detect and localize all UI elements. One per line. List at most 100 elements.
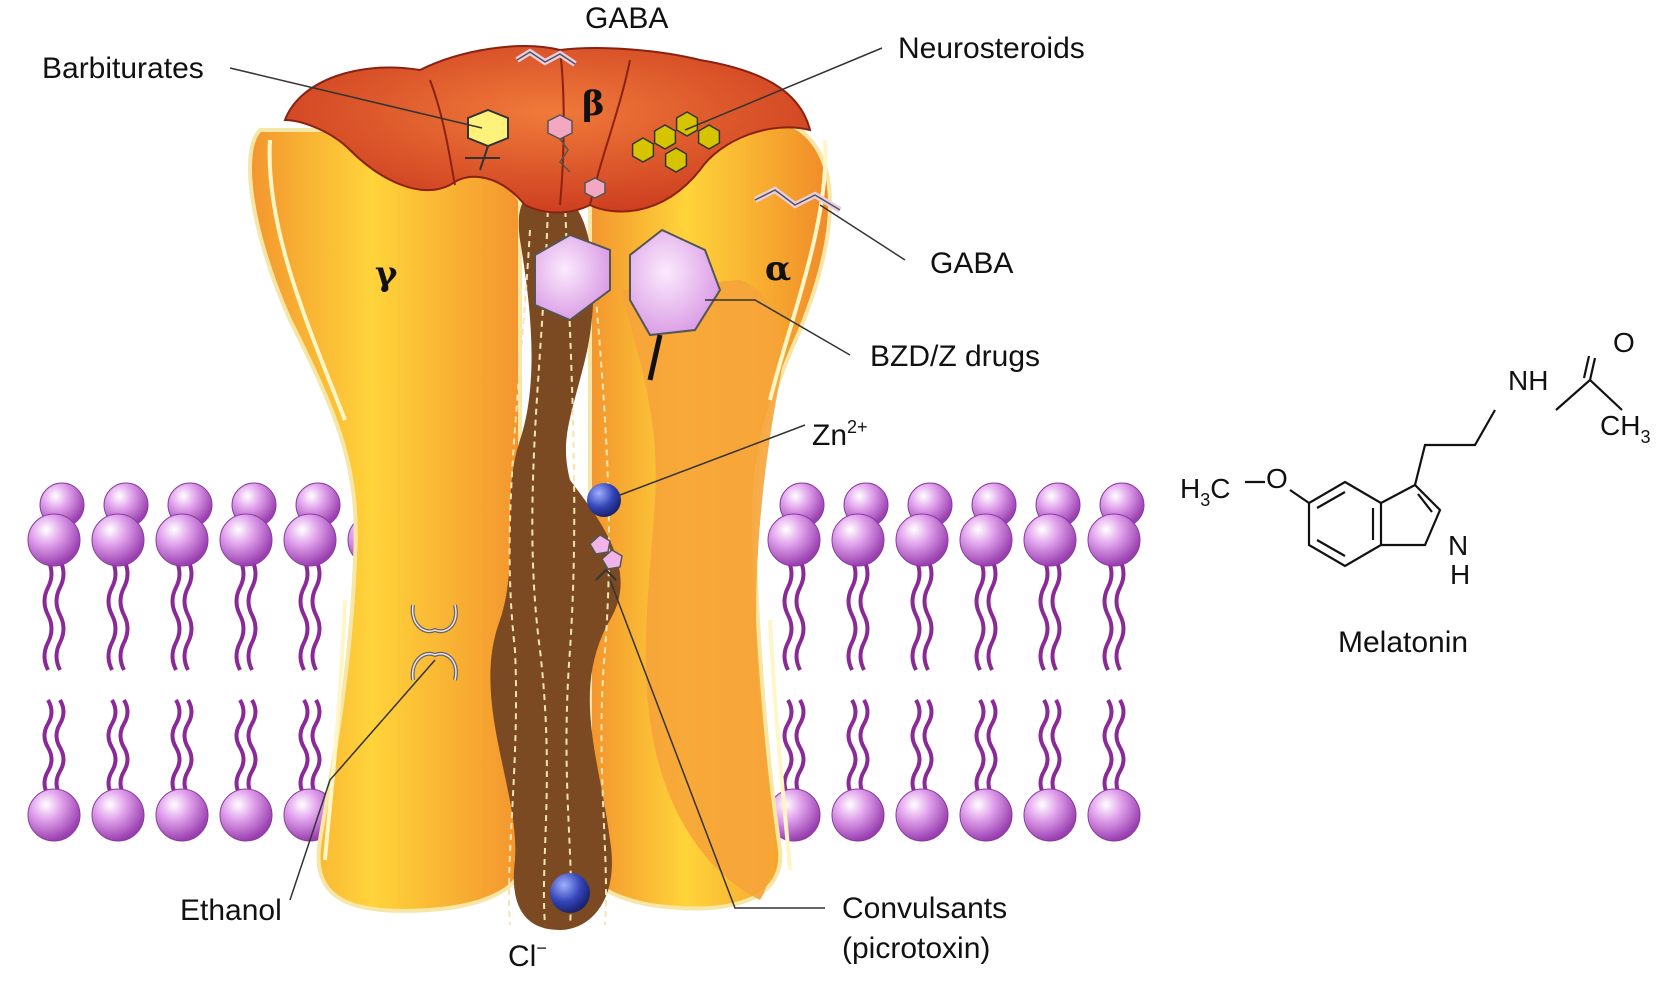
steroid-ring	[664, 147, 688, 173]
melatonin-ether-o: O	[1266, 463, 1288, 494]
lipid-tail	[974, 559, 986, 671]
melatonin-indole-h: H	[1450, 559, 1470, 590]
lipid-tail	[794, 559, 806, 671]
lipid-head	[283, 513, 337, 567]
lipid-head	[895, 513, 949, 567]
chloride-ion	[550, 873, 590, 913]
lipid-tail	[1038, 698, 1050, 797]
leader-lines	[229, 47, 906, 909]
gaba-a-receptor	[248, 45, 832, 930]
chloride-label: Cl−	[508, 938, 547, 973]
lipid-tail	[106, 698, 118, 797]
lipid-tail	[246, 698, 258, 797]
lipid-head	[155, 788, 209, 842]
lipid-tail	[42, 559, 54, 671]
ethanol-site	[410, 604, 458, 681]
lipid-head	[155, 513, 209, 567]
neurosteroids-label: Neurosteroids	[898, 32, 1085, 65]
lipid-tail	[234, 559, 246, 671]
picrotoxin-label: (picrotoxin)	[842, 932, 990, 965]
lipid-tail	[846, 559, 858, 671]
lipid-tail	[170, 698, 182, 797]
steroid-ring	[653, 124, 677, 150]
chloride-channel	[490, 190, 621, 930]
lipid-tail	[922, 559, 934, 671]
steroid-ring	[631, 137, 655, 163]
lipid-tail	[858, 559, 870, 671]
lipid-tail	[54, 698, 66, 797]
bzd-label: BZD/Z drugs	[870, 340, 1040, 373]
lipid-tail	[846, 698, 858, 797]
lipid-head	[1087, 788, 1141, 842]
lipid-head	[767, 513, 821, 567]
lipid-head	[959, 788, 1013, 842]
gaba-top-molecule	[515, 48, 577, 67]
lipid-tail	[182, 698, 194, 797]
beta-label: β	[582, 84, 605, 124]
lipid-tail	[1050, 698, 1062, 797]
lipid-tail	[1114, 698, 1126, 797]
lipid-tail	[310, 698, 322, 797]
gamma-label: γ	[375, 254, 398, 294]
lipid-tail	[782, 698, 794, 797]
lipid-tail	[974, 698, 986, 797]
lipid-tail	[182, 559, 194, 671]
lipid-tail	[310, 559, 322, 671]
melatonin-name: Melatonin	[1338, 626, 1468, 659]
lipid-tail	[118, 559, 130, 671]
lipid-tail	[246, 559, 258, 671]
lipid-tail	[1102, 698, 1114, 797]
lipid-head	[831, 788, 885, 842]
lipid-tail	[298, 698, 310, 797]
lipid-tail	[922, 698, 934, 797]
ethanol-label: Ethanol	[180, 894, 282, 927]
convulsants-label: Convulsants	[842, 892, 1007, 925]
melatonin-nh: NH	[1508, 365, 1548, 396]
lipid-tail	[782, 559, 794, 671]
lipid-tail	[910, 559, 922, 671]
lipid-tail	[1114, 559, 1126, 671]
lipid-tail	[986, 559, 998, 671]
lipid-head	[895, 788, 949, 842]
melatonin-atom-labels: O NH CH3 H3C O N H Melatonin	[1180, 327, 1650, 659]
lipid-head	[27, 788, 81, 842]
alpha-label: α	[765, 249, 791, 289]
lipid-tail	[1038, 559, 1050, 671]
melatonin-ch3: CH3	[1600, 410, 1650, 447]
lipid-tail	[1102, 559, 1114, 671]
lipid-head	[1087, 513, 1141, 567]
lipid-tail	[54, 559, 66, 671]
gamma-subunit	[248, 128, 522, 913]
lipid-tail	[118, 698, 130, 797]
lipid-head	[91, 788, 145, 842]
barbiturate-molecule	[465, 108, 509, 171]
melatonin-h3c: H3C	[1180, 473, 1230, 510]
alpha-subunit-front	[620, 280, 783, 900]
melatonin-indole-n: N	[1448, 530, 1468, 561]
lipid-tail	[910, 698, 922, 797]
lipid-tail	[170, 559, 182, 671]
gaba-right-molecule	[753, 186, 842, 213]
gaba-right-label: GABA	[930, 247, 1013, 280]
lipid-head	[1023, 513, 1077, 567]
bzd-molecule	[534, 228, 722, 381]
lipid-head	[831, 513, 885, 567]
lipid-tail	[986, 698, 998, 797]
lipid-tail	[298, 559, 310, 671]
gaba-site-molecule	[547, 114, 606, 199]
lipid-tail	[106, 559, 118, 671]
melatonin-carbonyl-o: O	[1613, 327, 1635, 358]
barbiturates-label: Barbiturates	[42, 52, 204, 85]
lipid-tail	[794, 698, 806, 797]
steroid-ring	[675, 111, 699, 137]
lipid-head	[91, 513, 145, 567]
lipid-head	[1023, 788, 1077, 842]
lipid-head	[959, 513, 1013, 567]
lipid-tail	[234, 698, 246, 797]
lipid-head	[219, 788, 273, 842]
melatonin-structure	[1245, 355, 1623, 568]
lipid-head	[219, 513, 273, 567]
gaba-top-label: GABA	[585, 2, 668, 35]
